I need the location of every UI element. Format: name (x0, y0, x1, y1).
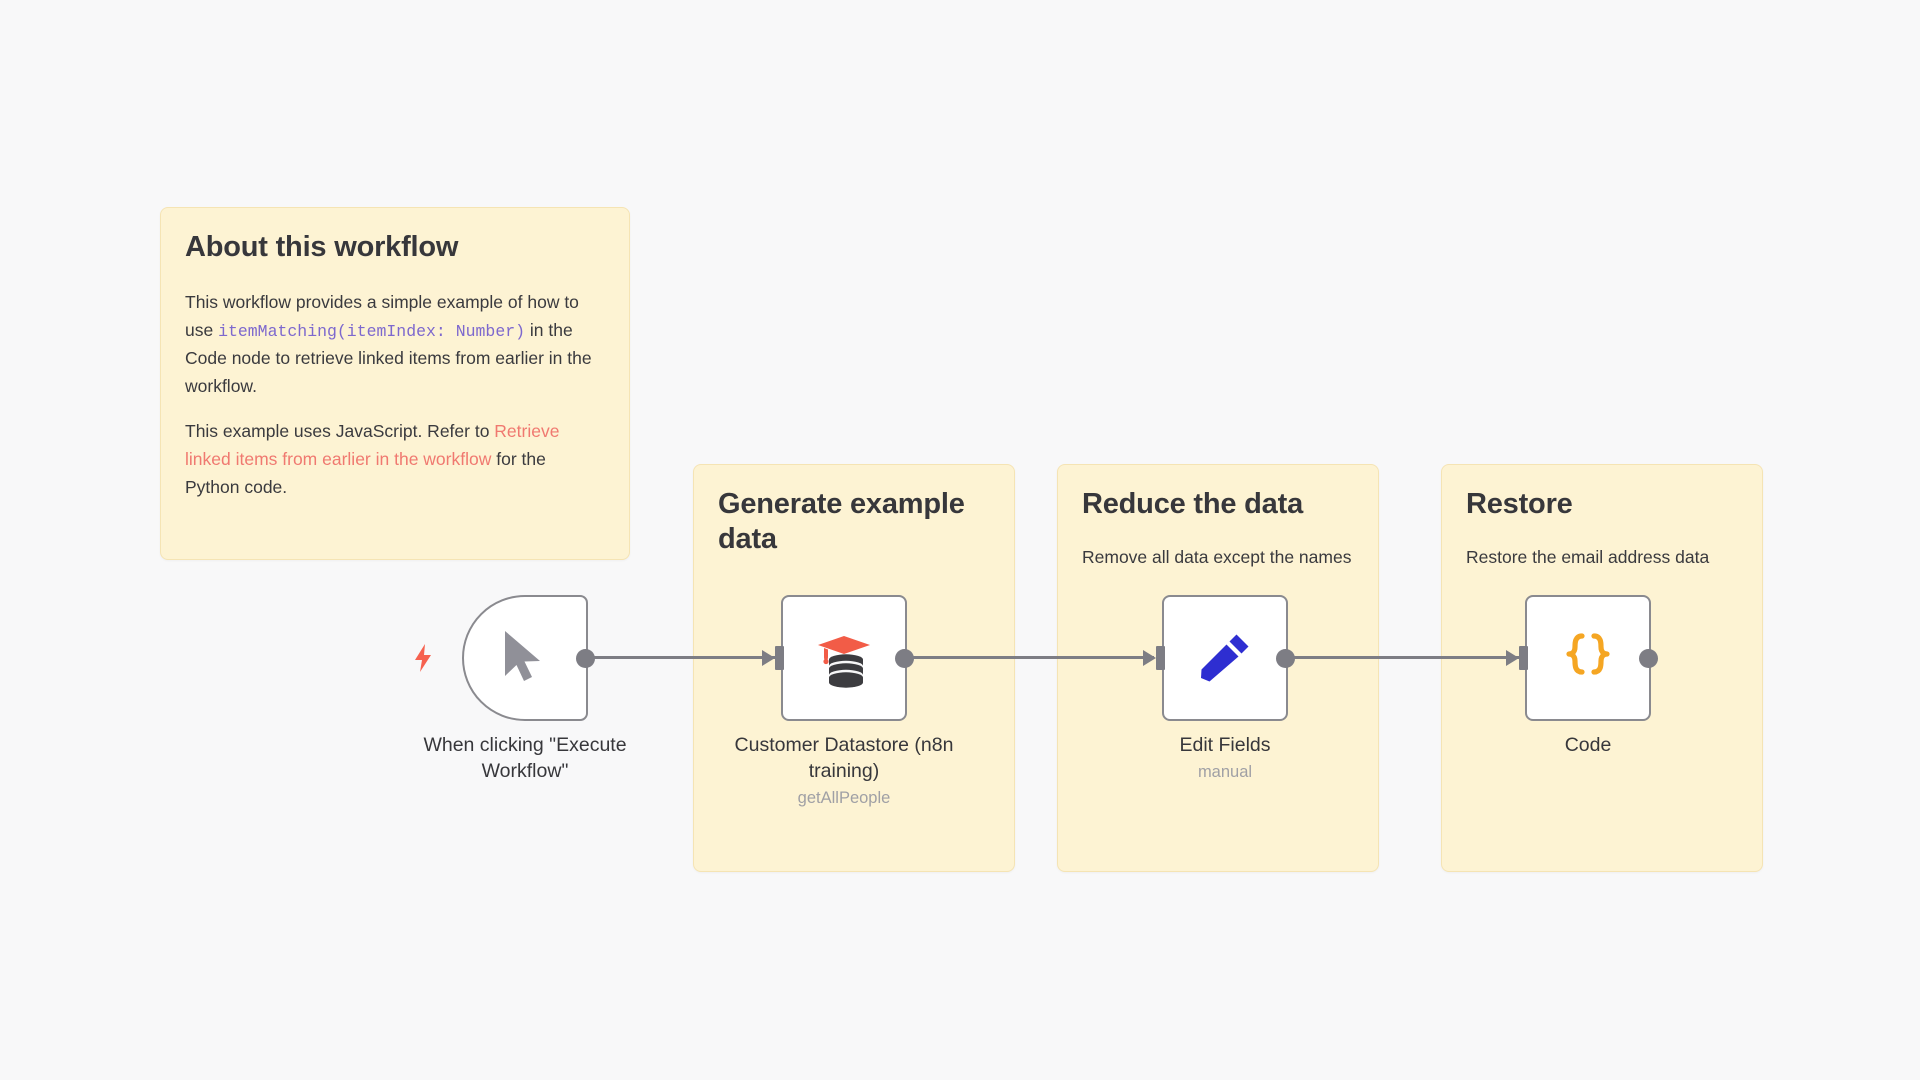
output-connector-code[interactable] (1639, 648, 1658, 668)
node-code-box[interactable] (1506, 595, 1658, 721)
node-edit-fields-box[interactable] (1143, 595, 1295, 721)
connection-datastore-to-editfields (908, 656, 1154, 659)
input-arrow-code (1506, 650, 1519, 666)
node-code-title: Code (1564, 734, 1612, 756)
node-manual-trigger[interactable]: When clicking "Execute Workflow" (415, 595, 627, 782)
node-customer-datastore-title: Customer Datastore (n8n training) (734, 734, 954, 782)
sticky-note-about-title: About this workflow (185, 231, 459, 263)
node-edit-fields-label: Edit Fields manual (1090, 733, 1360, 783)
about-paragraph-2: This example uses JavaScript. Refer to R… (185, 418, 605, 501)
about-p1-text-before: This workflow provides a simple example … (185, 292, 579, 341)
node-edit-fields-title: Edit Fields (1179, 734, 1271, 756)
sticky-note-restore-subtitle: Restore the email address data (1466, 547, 1710, 568)
node-code[interactable]: Code (1506, 595, 1658, 756)
lightning-bolt-icon (412, 643, 434, 673)
output-connector-trigger[interactable] (576, 648, 595, 668)
output-connector-datastore[interactable] (895, 648, 914, 668)
sticky-note-reduce-title: Reduce the data (1082, 488, 1303, 520)
pencil-icon (1196, 629, 1254, 687)
node-manual-trigger-box[interactable] (415, 595, 595, 721)
sticky-note-restore[interactable]: Restore Restore the email address data (1441, 464, 1763, 872)
input-connector-code[interactable] (1519, 646, 1528, 670)
node-customer-datastore-subtitle: getAllPeople (797, 788, 891, 807)
input-arrow-datastore (762, 650, 775, 666)
node-edit-fields-subtitle: manual (1197, 762, 1253, 781)
output-connector-edit-fields[interactable] (1276, 648, 1295, 668)
graduation-database-icon (812, 626, 876, 690)
sticky-note-generate-title: Generate example data (718, 488, 965, 556)
about-p1-code: itemMatching(itemIndex: Number) (218, 322, 526, 342)
connection-trigger-to-datastore (582, 656, 775, 659)
input-connector-datastore[interactable] (775, 646, 784, 670)
node-customer-datastore[interactable]: Customer Datastore (n8n training) getAll… (735, 595, 953, 807)
node-manual-trigger-label: When clicking "Execute Workflow" (423, 734, 627, 782)
about-doc-link[interactable]: Retrieve linked items from earlier in th… (185, 421, 560, 469)
curly-braces-icon (1558, 628, 1618, 688)
about-p2-text-after: for the Python code. (185, 449, 546, 497)
input-arrow-edit-fields (1143, 650, 1156, 666)
node-code-label: Code (1453, 733, 1723, 759)
about-p2-text-before: This example uses JavaScript. Refer to (185, 421, 495, 442)
sticky-note-reduce-subtitle: Remove all data except the names (1082, 547, 1352, 568)
sticky-note-about[interactable]: About this workflow This workflow provid… (160, 207, 630, 560)
mouse-pointer-icon (499, 628, 551, 688)
sticky-note-restore-title: Restore (1466, 488, 1573, 520)
input-connector-edit-fields[interactable] (1156, 646, 1165, 670)
about-paragraph-1: This workflow provides a simple example … (185, 289, 605, 400)
node-customer-datastore-box[interactable] (762, 595, 914, 721)
node-edit-fields[interactable]: Edit Fields manual (1143, 595, 1295, 781)
about-p1-text-after: in the Code node to retrieve linked item… (185, 320, 592, 396)
sticky-note-about-body: This workflow provides a simple example … (185, 289, 605, 501)
connection-editfields-to-code (1287, 656, 1519, 659)
node-customer-datastore-label: Customer Datastore (n8n training) getAll… (709, 733, 979, 809)
